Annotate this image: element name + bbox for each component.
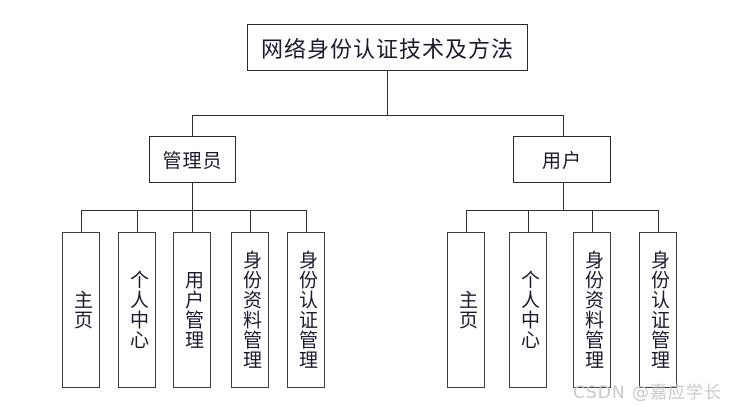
node-leaf-user-identity-auth-management[interactable]: 身份认证管理 (639, 232, 677, 388)
node-root[interactable]: 网络身份认证技术及方法 (247, 24, 528, 71)
node-leaf-user-personal-center[interactable]: 个人中心 (509, 232, 547, 388)
connector-user-stub-2 (528, 210, 529, 232)
connector-admin-bus (81, 210, 306, 211)
node-branch-admin[interactable]: 管理员 (149, 136, 236, 183)
node-branch-user-label: 用户 (541, 150, 582, 172)
node-branch-admin-label: 管理员 (162, 150, 223, 172)
connector-user-stub-3 (592, 210, 593, 232)
node-leaf-admin-personal-center-label: 个人中心 (126, 270, 149, 350)
connector-admin-stub-5 (306, 210, 307, 232)
connector-user-stub-1 (466, 210, 467, 232)
connector-admin-stub-1 (81, 210, 82, 232)
connector-user-bus (466, 210, 658, 211)
node-leaf-user-identity-profile-management[interactable]: 身份资料管理 (573, 232, 611, 388)
node-leaf-admin-personal-center[interactable]: 个人中心 (118, 232, 156, 388)
connector-user-stub-4 (658, 210, 659, 232)
node-leaf-user-personal-center-label: 个人中心 (517, 270, 540, 350)
connector-user-down (563, 183, 564, 210)
connector-root-down (387, 71, 388, 116)
node-branch-user[interactable]: 用户 (513, 136, 611, 183)
node-leaf-user-home[interactable]: 主页 (447, 232, 485, 388)
connector-admin-down (192, 183, 193, 210)
node-leaf-admin-home[interactable]: 主页 (62, 232, 100, 388)
node-leaf-admin-identity-auth-management-label: 身份认证管理 (295, 250, 318, 370)
node-leaf-admin-user-management-label: 用户管理 (181, 270, 204, 350)
node-leaf-admin-identity-profile-management-label: 身份资料管理 (239, 250, 262, 370)
node-leaf-admin-home-label: 主页 (70, 290, 93, 330)
connector-admin-stub-2 (137, 210, 138, 232)
connector-admin-stub-4 (250, 210, 251, 232)
connector-to-admin (192, 115, 193, 136)
node-leaf-user-identity-profile-management-label: 身份资料管理 (581, 250, 604, 370)
node-leaf-admin-user-management[interactable]: 用户管理 (173, 232, 211, 388)
node-leaf-admin-identity-profile-management[interactable]: 身份资料管理 (231, 232, 269, 388)
connector-admin-stub-3 (192, 210, 193, 232)
node-leaf-user-home-label: 主页 (455, 290, 478, 330)
connector-to-user (563, 115, 564, 136)
node-root-label: 网络身份认证技术及方法 (260, 37, 514, 63)
node-leaf-user-identity-auth-management-label: 身份认证管理 (647, 250, 670, 370)
node-leaf-admin-identity-auth-management[interactable]: 身份认证管理 (287, 232, 325, 388)
connector-level2-bus (192, 115, 564, 116)
